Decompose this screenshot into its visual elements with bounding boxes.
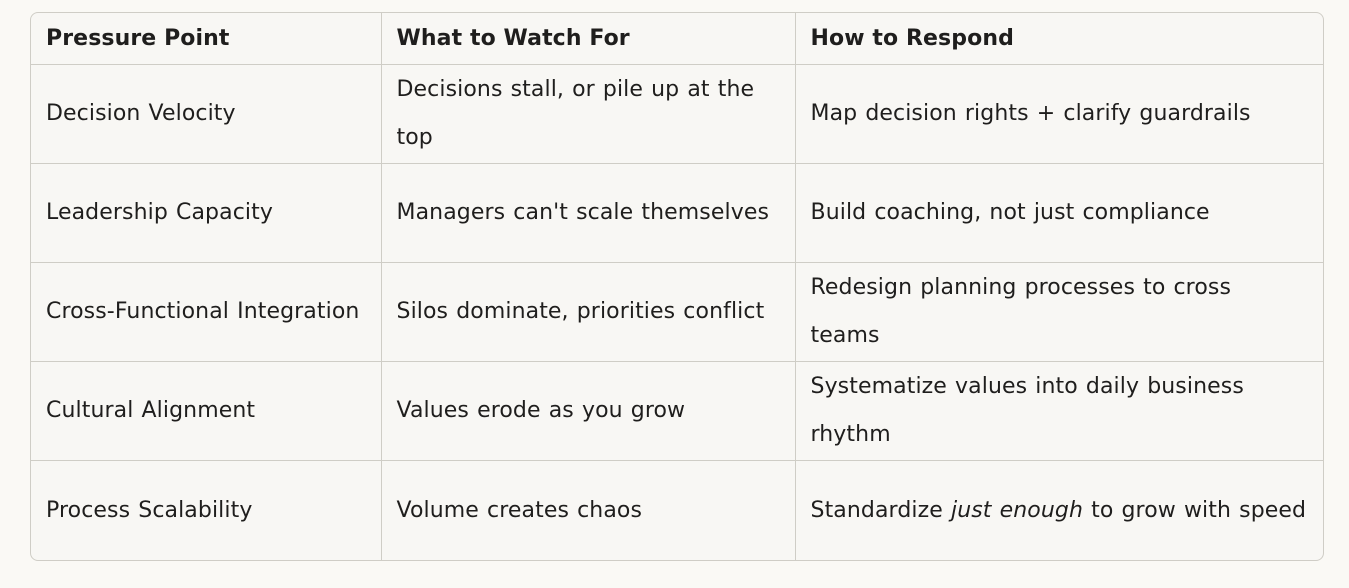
respond-cell: Map decision rights + clarify guardrails <box>795 64 1323 164</box>
header-row: Pressure Point What to Watch For How to … <box>31 13 1323 65</box>
respond-text-after: to grow with speed <box>1083 497 1307 523</box>
respond-emphasis: just enough <box>950 497 1084 523</box>
table-body: Decision Velocity Decisions stall, or pi… <box>31 64 1323 560</box>
pressure-points-table: Pressure Point What to Watch For How to … <box>31 13 1323 560</box>
table-row: Leadership Capacity Managers can't scale… <box>31 163 1323 263</box>
respond-text: Build coaching, not just compliance <box>810 199 1210 225</box>
respond-cell: Systematize values into daily business r… <box>795 361 1323 462</box>
comparison-table-container: Pressure Point What to Watch For How to … <box>30 12 1324 561</box>
table-row: Process Scalability Volume creates chaos… <box>31 460 1323 560</box>
table-row: Decision Velocity Decisions stall, or pi… <box>31 64 1323 164</box>
pressure-point-cell: Process Scalability <box>31 460 382 560</box>
watch-for-cell: Volume creates chaos <box>381 460 796 560</box>
respond-cell: Redesign planning processes to cross tea… <box>795 262 1323 363</box>
table-header: Pressure Point What to Watch For How to … <box>31 13 1323 65</box>
watch-for-cell: Values erode as you grow <box>381 361 796 462</box>
watch-for-cell: Decisions stall, or pile up at the top <box>381 64 796 164</box>
watch-for-cell: Silos dominate, priorities conflict <box>381 262 796 363</box>
respond-cell: Standardize just enough to grow with spe… <box>795 461 1323 560</box>
watch-for-cell: Managers can't scale themselves <box>381 163 796 263</box>
header-how-to-respond: How to Respond <box>795 13 1323 65</box>
header-what-to-watch-for: What to Watch For <box>381 13 796 65</box>
pressure-point-cell: Leadership Capacity <box>31 163 382 263</box>
table-row: Cultural Alignment Values erode as you g… <box>31 361 1323 462</box>
respond-cell: Build coaching, not just compliance <box>795 163 1323 263</box>
pressure-point-cell: Cross-Functional Integration <box>31 262 382 363</box>
respond-text: Redesign planning processes to cross tea… <box>810 274 1232 348</box>
pressure-point-cell: Cultural Alignment <box>31 361 382 462</box>
respond-text: Standardize <box>810 497 951 523</box>
respond-text: Systematize values into daily business r… <box>810 374 1244 448</box>
header-pressure-point: Pressure Point <box>31 13 382 65</box>
pressure-point-cell: Decision Velocity <box>31 64 382 164</box>
table-row: Cross-Functional Integration Silos domin… <box>31 262 1323 363</box>
respond-text: Map decision rights + clarify guardrails <box>810 100 1251 126</box>
